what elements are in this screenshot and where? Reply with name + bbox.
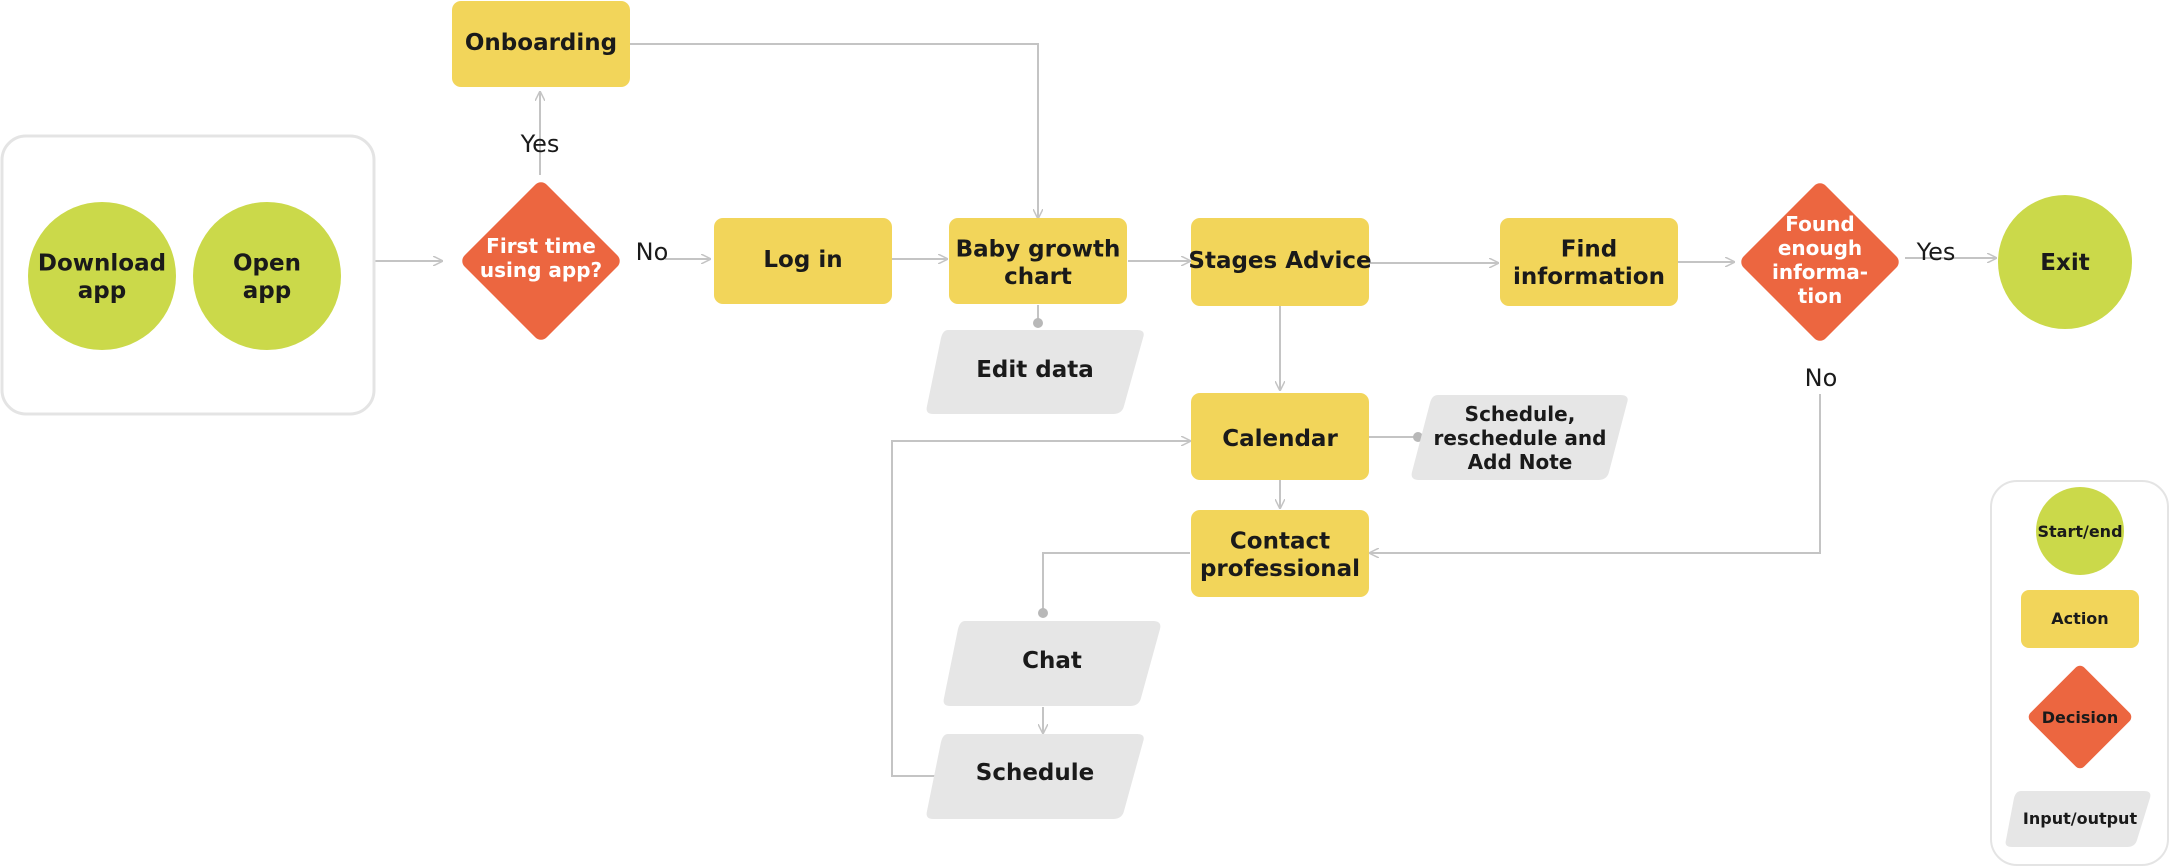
stages-advice-node[interactable]: Stages Advice (1188, 218, 1372, 306)
label-line: professional (1200, 556, 1360, 582)
stages-advice-label: Stages Advice (1188, 248, 1371, 274)
legend-decision: Decision (2028, 665, 2132, 769)
exit-label: Exit (2040, 250, 2089, 276)
label-line: Calendar (1222, 426, 1338, 452)
label-line: Chat (1022, 648, 1082, 674)
legend-action-label: Action (2051, 609, 2108, 628)
onboarding-label: Onboarding (465, 30, 617, 56)
legend: Start/end Action Decision Input/output (1990, 480, 2169, 866)
legend-action: Action (2021, 590, 2139, 648)
connectors (375, 43, 1996, 777)
edge-schedule-to-calendar (891, 441, 1190, 777)
log-in-node[interactable]: Log in (714, 218, 892, 304)
found-yes-label: Yes (1916, 238, 1956, 266)
schedule-label: Schedule (976, 760, 1095, 786)
label-line: enough (1778, 236, 1862, 260)
onboarding-node[interactable]: Onboarding (452, 1, 630, 87)
legend-io: Input/output (2005, 791, 2151, 847)
edge-contact-dot (1038, 608, 1048, 618)
legend-io-label: Input/output (2023, 809, 2138, 828)
label-line: tion (1798, 284, 1842, 308)
found-no-label: No (1805, 364, 1838, 392)
label-line: Open (233, 250, 301, 276)
label-line: Schedule, (1465, 402, 1576, 426)
label-line: reschedule and (1434, 426, 1607, 450)
label-line: Edit data (976, 357, 1094, 383)
label-line: Schedule (976, 760, 1095, 786)
schedule-node[interactable]: Schedule (926, 734, 1144, 819)
label-line: First time (486, 234, 596, 258)
label-line: Contact (1230, 528, 1330, 554)
edge-contact-to-chat (1042, 552, 1190, 613)
label-line: app (243, 278, 291, 304)
legend-decision-label: Decision (2042, 708, 2119, 727)
label-line: Download (38, 250, 166, 276)
edge-baby-growth-dot (1033, 318, 1043, 328)
label-line: app (78, 278, 126, 304)
label-line: Find (1561, 236, 1617, 262)
chat-label: Chat (1022, 648, 1082, 674)
label-line: Log in (763, 247, 842, 273)
calendar-node[interactable]: Calendar (1191, 393, 1369, 480)
label-line: Found (1785, 212, 1854, 236)
edit-data-label: Edit data (976, 357, 1094, 383)
first-time-yes-label: Yes (520, 130, 560, 158)
label-line: information (1513, 264, 1665, 290)
label-line: Onboarding (465, 30, 617, 56)
label-line: using app? (480, 258, 602, 282)
calendar-label: Calendar (1222, 426, 1338, 452)
log-in-label: Log in (763, 247, 842, 273)
label-line: Baby growth (956, 236, 1121, 262)
label-line: informa- (1772, 260, 1868, 284)
edge-onboarding-to-baby-growth (630, 43, 1038, 218)
label-line: chart (1004, 264, 1072, 290)
label-line: Exit (2040, 250, 2089, 276)
edge-found-to-contact (1370, 394, 1821, 553)
chat-node[interactable]: Chat (943, 621, 1161, 706)
label-line: Stages Advice (1188, 248, 1371, 274)
label-line: Add Note (1468, 450, 1573, 474)
legend-start-end: Start/end (2036, 487, 2124, 575)
first-time-no-label: No (636, 238, 669, 266)
legend-start-end-label: Start/end (2037, 522, 2122, 541)
exit-node[interactable]: Exit (1998, 195, 2132, 329)
edit-data-node[interactable]: Edit data (926, 330, 1144, 414)
